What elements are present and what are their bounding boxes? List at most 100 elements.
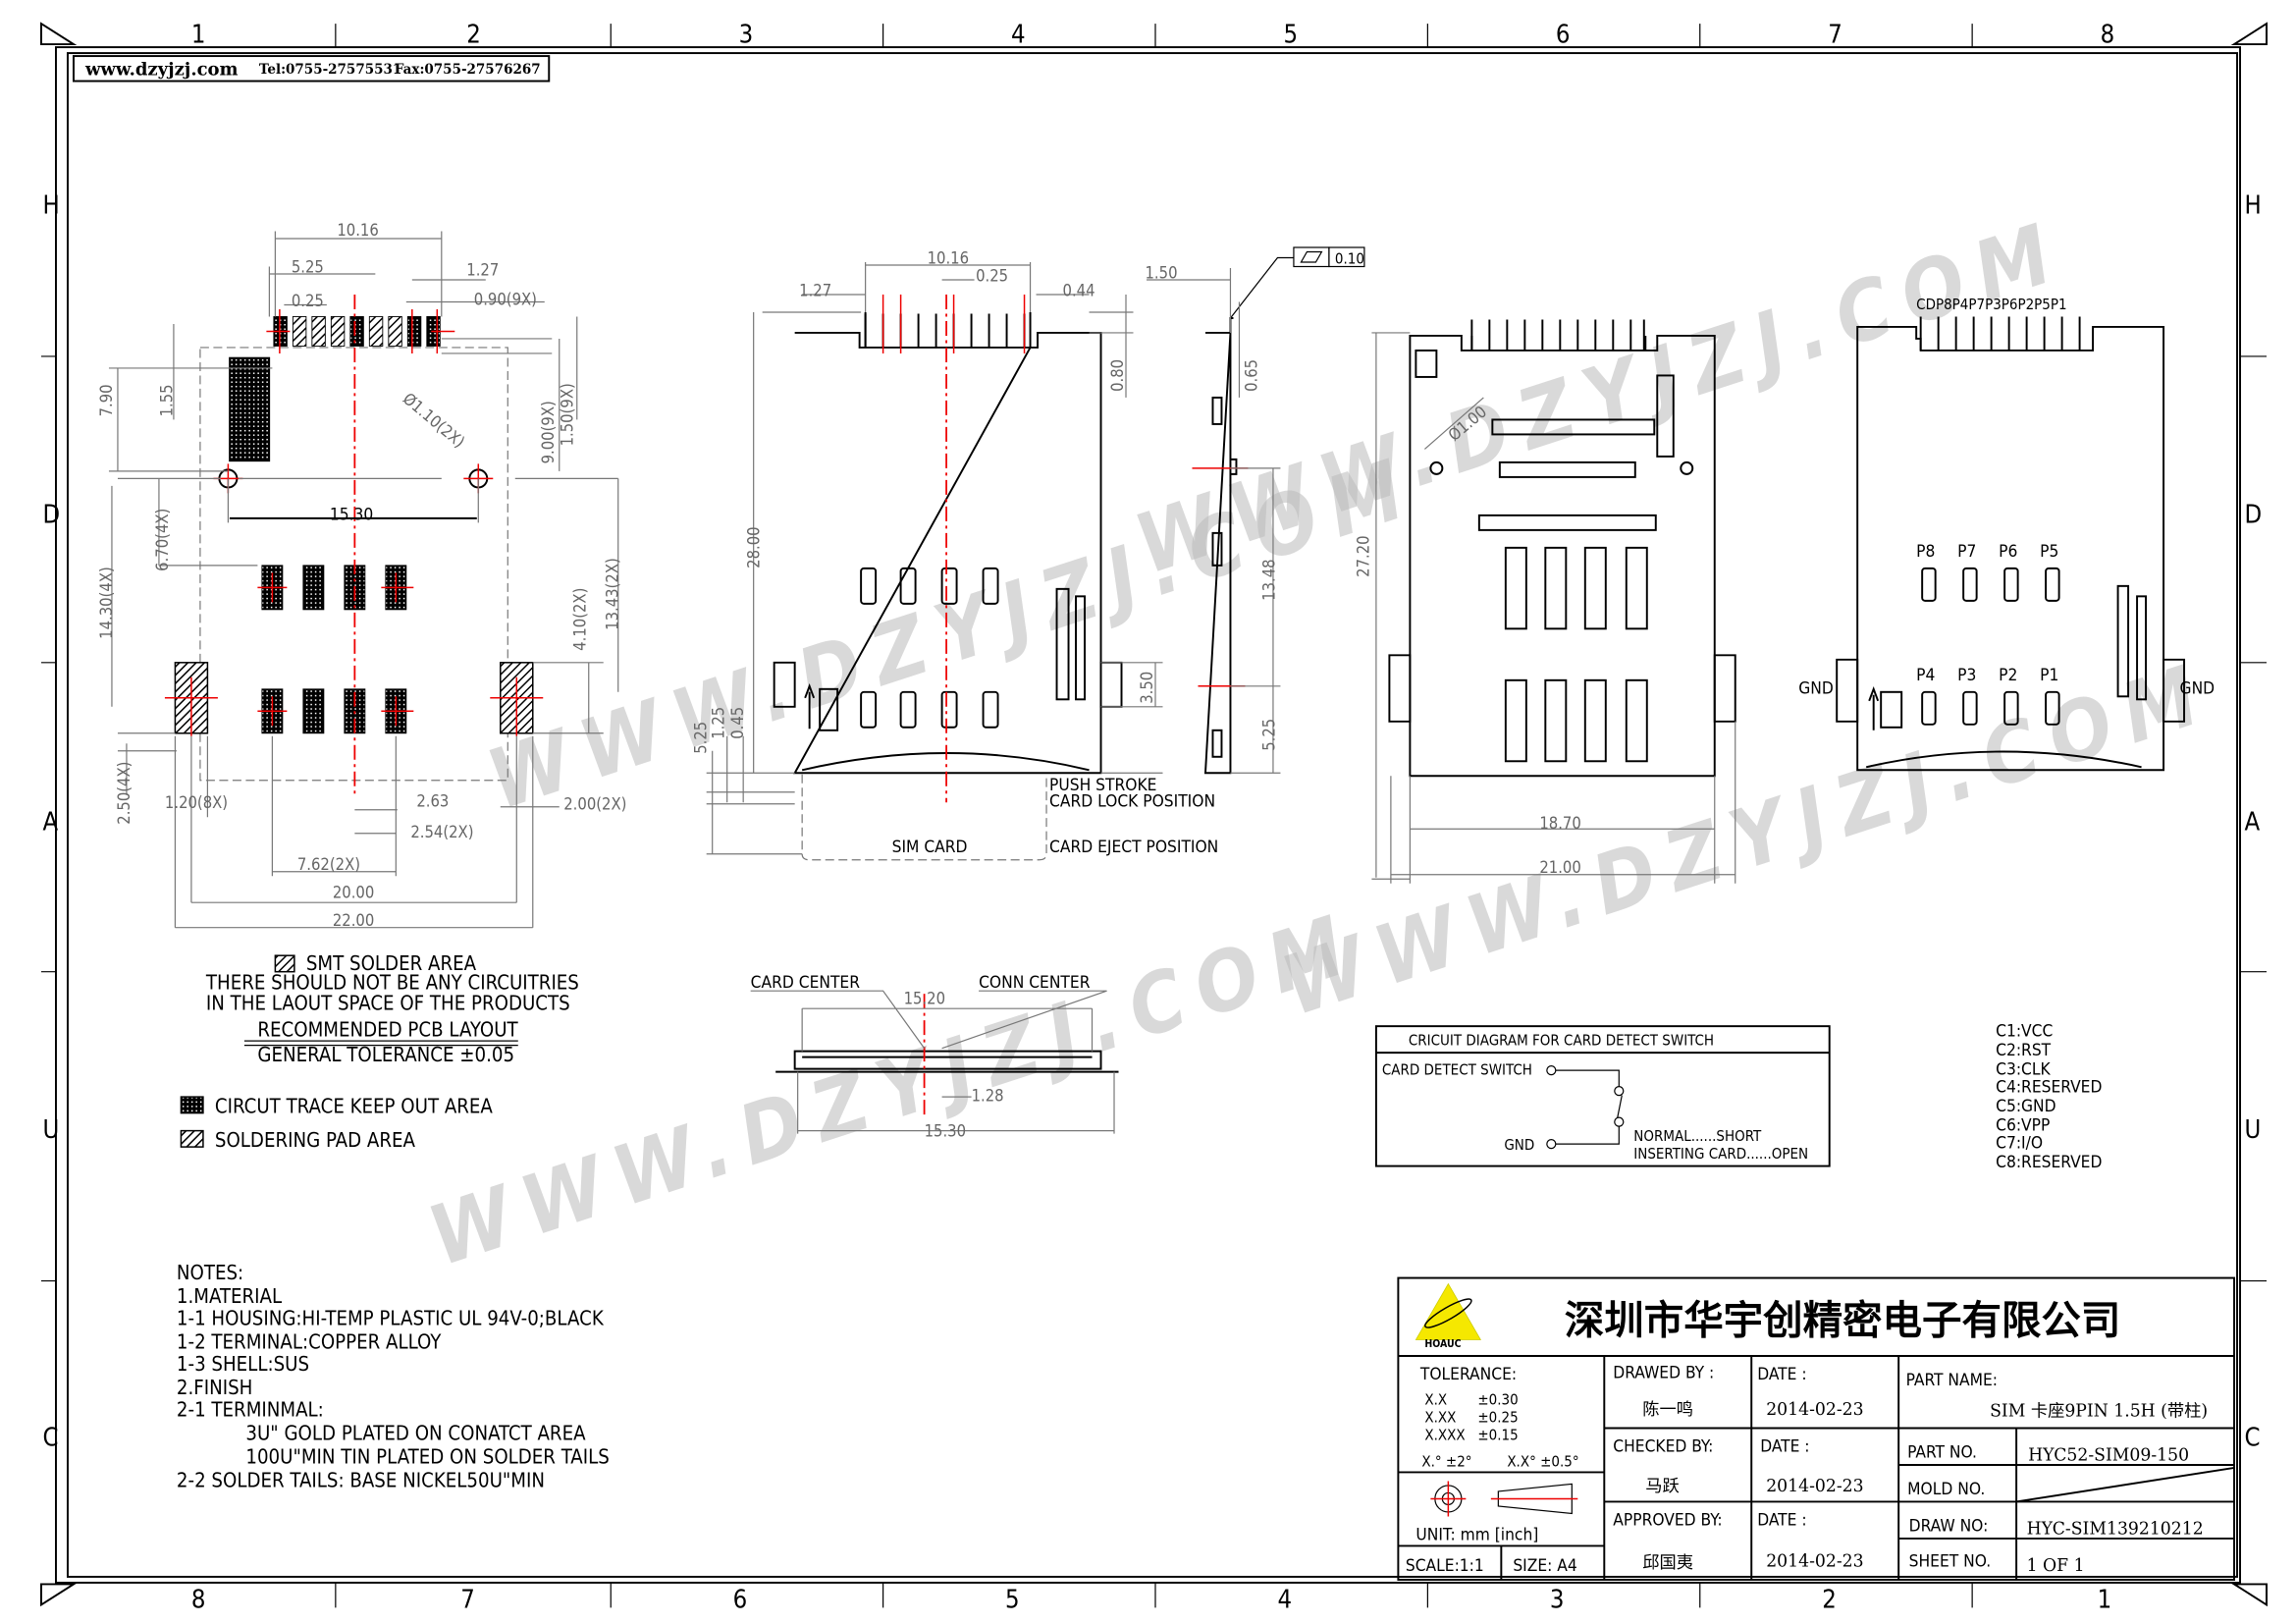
sheet-no-label: SHEET NO. <box>1909 1551 1992 1571</box>
dim-label: 3.50 <box>1138 672 1156 704</box>
dim-label: 2.50(4X) <box>115 762 133 825</box>
pinout-list: C1:VCC C2:RST C3:CLK C4:RESERVED C5:GND … <box>1996 1022 2102 1172</box>
row-marker: U <box>2245 1115 2262 1145</box>
header-pin-labels: CDP8P4P7P3P6P2P5P1 <box>1916 296 2066 313</box>
checked-by: 马跃 <box>1645 1477 1679 1496</box>
dim-label: 9.00(9X) <box>539 401 558 463</box>
dim-label: 21.00 <box>1539 858 1580 877</box>
row-marker: C <box>42 1423 58 1452</box>
dim-label: 27.20 <box>1354 535 1372 576</box>
gnd-label-left: GND <box>1798 678 1834 698</box>
tolerance-value: ±0.30 <box>1477 1390 1518 1408</box>
row-markers: H D A U C H D A U C <box>42 191 2262 1453</box>
col-marker: 4 <box>1011 21 1026 50</box>
tolerance-value: ±0.15 <box>1477 1426 1518 1443</box>
card-center-label: CARD CENTER <box>751 973 861 993</box>
watermark-text: WWW.DZYJZJ.COM <box>477 437 1429 828</box>
col-marker: 3 <box>739 21 754 50</box>
header-fax: Fax:0755-27576267 <box>395 62 541 78</box>
col-marker: 3 <box>1550 1585 1565 1614</box>
dim-label: 10.16 <box>928 248 969 267</box>
dim-label: 2.00(2X) <box>563 795 626 814</box>
date-label: DATE : <box>1757 1365 1806 1384</box>
conn-center-label: CONN CENTER <box>979 973 1091 993</box>
title-block: HOAUC 深圳市华宇创精密电子有限公司 TOLERANCE: X.X ±0.3… <box>1397 1276 2236 1581</box>
flatness-tolerance: 0.10 <box>1335 249 1364 267</box>
contact-pads <box>261 565 407 734</box>
pcb-legend: SMT SOLDER AREA THERE SHOULD NOT BE ANY … <box>180 951 579 1152</box>
date-label: DATE : <box>1757 1510 1806 1530</box>
notes-line: 3U" GOLD PLATED ON CONATCT AREA <box>245 1421 586 1444</box>
unit-label: UNIT: mm [inch] <box>1415 1525 1538 1544</box>
pinout-item: C5:GND <box>1996 1097 2056 1116</box>
gnd-label-right: GND <box>2180 678 2216 698</box>
dim-label: 13.48 <box>1259 559 1278 600</box>
draw-no: HYC-SIM139210212 <box>2027 1519 2204 1539</box>
notes: NOTES: 1.MATERIAL 1-1 HOUSING:HI-TEMP PL… <box>177 1261 610 1491</box>
dim-label: 1.20(8X) <box>165 793 228 812</box>
sheet-no: 1 OF 1 <box>2027 1556 2085 1576</box>
dim-label: 7.90 <box>97 384 116 416</box>
dim-label: 0.25 <box>976 266 1008 285</box>
watermark-text: WWW.DZYJZJ.COM <box>1271 643 2223 1034</box>
col-marker: 7 <box>1828 21 1842 50</box>
sim-card-label: SIM CARD <box>892 838 968 857</box>
website-link[interactable]: www.dzyjzj.com <box>84 60 239 81</box>
keepout-area <box>229 356 271 462</box>
pad-label: P3 <box>1957 666 1976 685</box>
pinout-item: C1:VCC <box>1996 1022 2053 1042</box>
pad-label: P7 <box>1957 542 1976 562</box>
dim-label: 1.50(9X) <box>558 383 576 446</box>
part-name-label: PART NAME: <box>1906 1371 1998 1390</box>
approved-by-label: APPROVED BY: <box>1613 1510 1722 1530</box>
notes-line: NOTES: <box>177 1261 243 1284</box>
part-no-label: PART NO. <box>1907 1442 1977 1462</box>
pinout-item: C7:I/O <box>1996 1134 2043 1154</box>
connector-pin-view: CDP8P4P7P3P6P2P5P1 P8 P7 P6 P5 P4 P3 P2 … <box>1798 296 2216 772</box>
approved-by: 邱国夷 <box>1642 1553 1693 1573</box>
pad-label: P2 <box>1999 666 2017 685</box>
dim-label: 0.25 <box>292 292 324 310</box>
dim-label: Ø1.10(2X) <box>400 389 468 451</box>
notes-line: 1-3 SHELL:SUS <box>177 1352 309 1376</box>
watermark-text: WWW.DZYJZJ.COM <box>418 893 1370 1284</box>
dim-label: 0.90(9X) <box>474 290 537 308</box>
pad-label: P6 <box>1999 542 2017 562</box>
pinout-item: C2:RST <box>1996 1041 2052 1060</box>
notes-line: 2-2 SOLDER TAILS: BASE NICKEL50U"MIN <box>177 1468 545 1491</box>
logo-text: HOAUC <box>1424 1338 1461 1350</box>
dim-label: 1.25 <box>710 707 728 739</box>
dim-label: 5.25 <box>292 257 324 276</box>
angle-tolerance: X.° ±2° <box>1421 1452 1471 1470</box>
dim-label: 15.30 <box>925 1122 966 1141</box>
pad-label: P1 <box>2040 666 2058 685</box>
layout-warning: IN THE LAOUT SPACE OF THE PRODUCTS <box>206 992 570 1015</box>
dim-label: 1.28 <box>972 1087 1004 1106</box>
normal-state: NORMAL......SHORT <box>1633 1127 1762 1145</box>
dim-label: 22.00 <box>333 911 374 930</box>
col-marker: 4 <box>1277 1585 1292 1614</box>
dim-label: 0.44 <box>1063 281 1095 299</box>
dim-label: 4.10(2X) <box>571 588 590 651</box>
col-marker: 1 <box>2098 1585 2112 1614</box>
card-eject-label: CARD EJECT POSITION <box>1049 838 1218 857</box>
connector-top-view: 10.16 0.25 1.27 0.44 28.00 0.80 3.50 5.2… <box>692 248 1218 861</box>
company-logo: HOAUC <box>1415 1282 1482 1350</box>
projection-symbol-icon <box>1430 1481 1578 1517</box>
solder-pads-top <box>273 316 441 347</box>
pad-legend-label: SOLDERING PAD AREA <box>215 1128 416 1152</box>
dim-label: 18.70 <box>1539 814 1580 833</box>
card-lock-label: CARD LOCK POSITION <box>1049 792 1215 812</box>
dim-label: 0.65 <box>1242 359 1260 392</box>
scale-label: SCALE:1:1 <box>1406 1556 1484 1576</box>
dim-label: 15.20 <box>904 990 945 1008</box>
row-marker: U <box>42 1115 59 1145</box>
tolerance-value: ±0.25 <box>1477 1408 1518 1426</box>
keepout-legend-label: CIRCUT TRACE KEEP OUT AREA <box>215 1095 494 1118</box>
row-marker: C <box>2245 1423 2261 1452</box>
notes-line: 100U"MIN TIN PLATED ON SOLDER TAILS <box>245 1444 609 1468</box>
tolerance-label: TOLERANCE: <box>1419 1365 1517 1384</box>
row-marker: A <box>2245 808 2261 838</box>
dim-label: 20.00 <box>333 884 374 902</box>
dim-label: 2.63 <box>416 792 449 811</box>
